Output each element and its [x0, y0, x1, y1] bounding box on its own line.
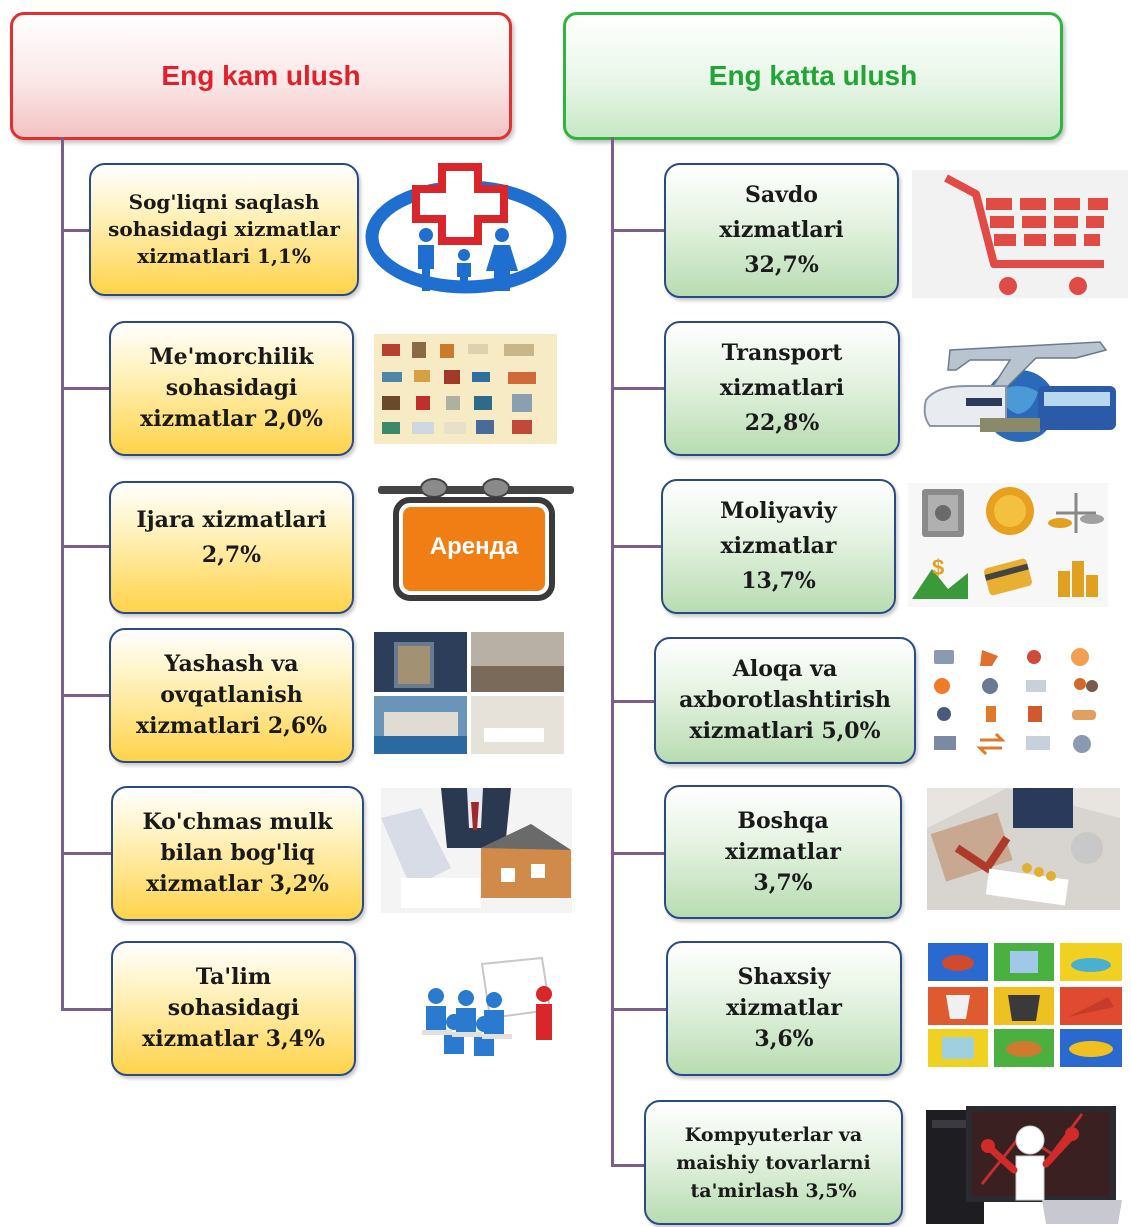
health-services-box: Sog'liqni saqlash sohasidagi xizmatlar xiz… [89, 163, 359, 296]
transport-plane-train-bus-icon [920, 322, 1120, 444]
left-branch-line [61, 852, 111, 855]
box-line: xizmatlari [719, 217, 844, 243]
right-branch-line [611, 852, 666, 855]
left-branch-line [61, 1008, 111, 1011]
box-line: xizmatlari 1,1% [137, 244, 311, 268]
rental-sign-icon: Аренда [378, 478, 574, 601]
box-line: Ta'lim [195, 964, 272, 990]
box-line: 3,6% [754, 1026, 814, 1052]
box-line: sohasidagi [165, 375, 298, 401]
repair-services-box: Kompyuterlar va maishiy tovarlarni ta'mirl… [644, 1100, 903, 1225]
computer-repair-icon [926, 1106, 1122, 1224]
box-line: Ijara xizmatlari [136, 507, 327, 533]
box-line: Boshqa [737, 807, 829, 834]
box-line: xizmatlar [720, 533, 837, 559]
box-line: xizmatlar 2,0% [140, 406, 323, 432]
right-branch-line [611, 229, 666, 232]
architecture-collage-icon [374, 334, 557, 444]
box-line: xizmatlar [725, 838, 841, 865]
communication-services-box: Aloqa va axborotlashtirish xizmatlari 5,0% [654, 637, 916, 764]
hotel-collage-icon [374, 632, 564, 754]
left-branch-line [61, 545, 111, 548]
right-branch-line [611, 545, 663, 548]
right-branch-line [611, 387, 666, 390]
right-trunk-line [611, 137, 614, 1166]
classroom-teacher-icon [422, 956, 552, 1056]
right-branch-line [611, 1164, 646, 1167]
least-share-header: Eng kam ulush [10, 12, 512, 140]
real-estate-contract-icon [381, 788, 572, 913]
transport-services-box: Transport xizmatlari 22,8% [664, 321, 900, 456]
left-trunk-line [61, 137, 64, 1011]
shopping-cart-icon [912, 170, 1128, 298]
real-estate-services-box: Ko'chmas mulk bilan bog'liq xizmatlar 3,2% [111, 786, 364, 921]
health-care-family-icon [365, 163, 567, 294]
other-services-box: Boshqa xizmatlar 3,7% [664, 785, 902, 919]
box-line: xizmatlar [726, 995, 842, 1021]
box-line: 3,7% [753, 869, 813, 896]
box-line: ta'mirlash 3,5% [690, 1179, 857, 1202]
personal-services-box: Shaxsiy xizmatlar 3,6% [666, 941, 902, 1076]
office-desk-work-icon [927, 788, 1120, 910]
box-line: xizmatlar 3,4% [142, 1026, 325, 1052]
box-line: maishiy tovarlarni [676, 1151, 871, 1174]
box-line: Yashash va [164, 651, 299, 677]
box-line: xizmatlari 5,0% [689, 718, 881, 744]
box-line: Transport [721, 340, 843, 366]
box-line: ovqatlanish [160, 682, 303, 708]
box-line: Sog'liqni saqlash [128, 190, 320, 214]
box-line: Me'morchilik [149, 344, 314, 370]
box-line: xizmatlari 2,6% [135, 713, 328, 739]
box-line: 22,8% [744, 410, 820, 436]
box-line: 2,7% [201, 542, 262, 568]
box-line: Savdo [745, 182, 818, 208]
svg-text:$: $ [932, 555, 944, 580]
box-line: Moliyaviy [720, 498, 837, 524]
box-line: bilan bog'liq [160, 840, 315, 866]
architecture-services-box: Me'morchilik sohasidagi xizmatlar 2,0% [109, 321, 354, 456]
personal-services-tiles-icon [928, 943, 1122, 1067]
education-services-box: Ta'lim sohasidagi xizmatlar 3,4% [111, 941, 356, 1076]
left-branch-line [61, 694, 111, 697]
box-line: Aloqa va [732, 656, 838, 682]
box-line: sohasidagi [167, 995, 300, 1021]
box-line: 13,7% [741, 568, 816, 594]
finance-money-icons: $ [908, 483, 1108, 607]
box-line: sohasidagi xizmatlar [108, 217, 340, 241]
largest-share-header: Eng katta ulush [563, 12, 1063, 140]
least-share-title: Eng kam ulush [161, 60, 361, 91]
right-branch-line [611, 700, 656, 703]
box-line: axborotlashtirish [679, 687, 891, 713]
left-branch-line [61, 229, 91, 232]
box-line: Ko'chmas mulk [142, 809, 333, 835]
rental-sign-text: Аренда [430, 533, 519, 560]
financial-services-box: Moliyaviy xizmatlar 13,7% [661, 479, 896, 614]
left-branch-line [61, 387, 111, 390]
box-line: 32,7% [744, 252, 819, 278]
accommodation-services-box: Yashash va ovqatlanish xizmatlari 2,6% [109, 628, 354, 763]
box-line: Shaxsiy [737, 964, 831, 990]
box-line: xizmatlari [719, 375, 845, 401]
rental-services-box: Ijara xizmatlari 2,7% [109, 481, 354, 614]
right-branch-line [611, 1008, 668, 1011]
trade-services-box: Savdo xizmatlari 32,7% [664, 163, 899, 298]
box-line: Kompyuterlar va [684, 1123, 863, 1146]
communication-icons-grid [922, 640, 1112, 760]
largest-share-title: Eng katta ulush [708, 60, 918, 91]
box-line: xizmatlar 3,2% [146, 871, 329, 897]
